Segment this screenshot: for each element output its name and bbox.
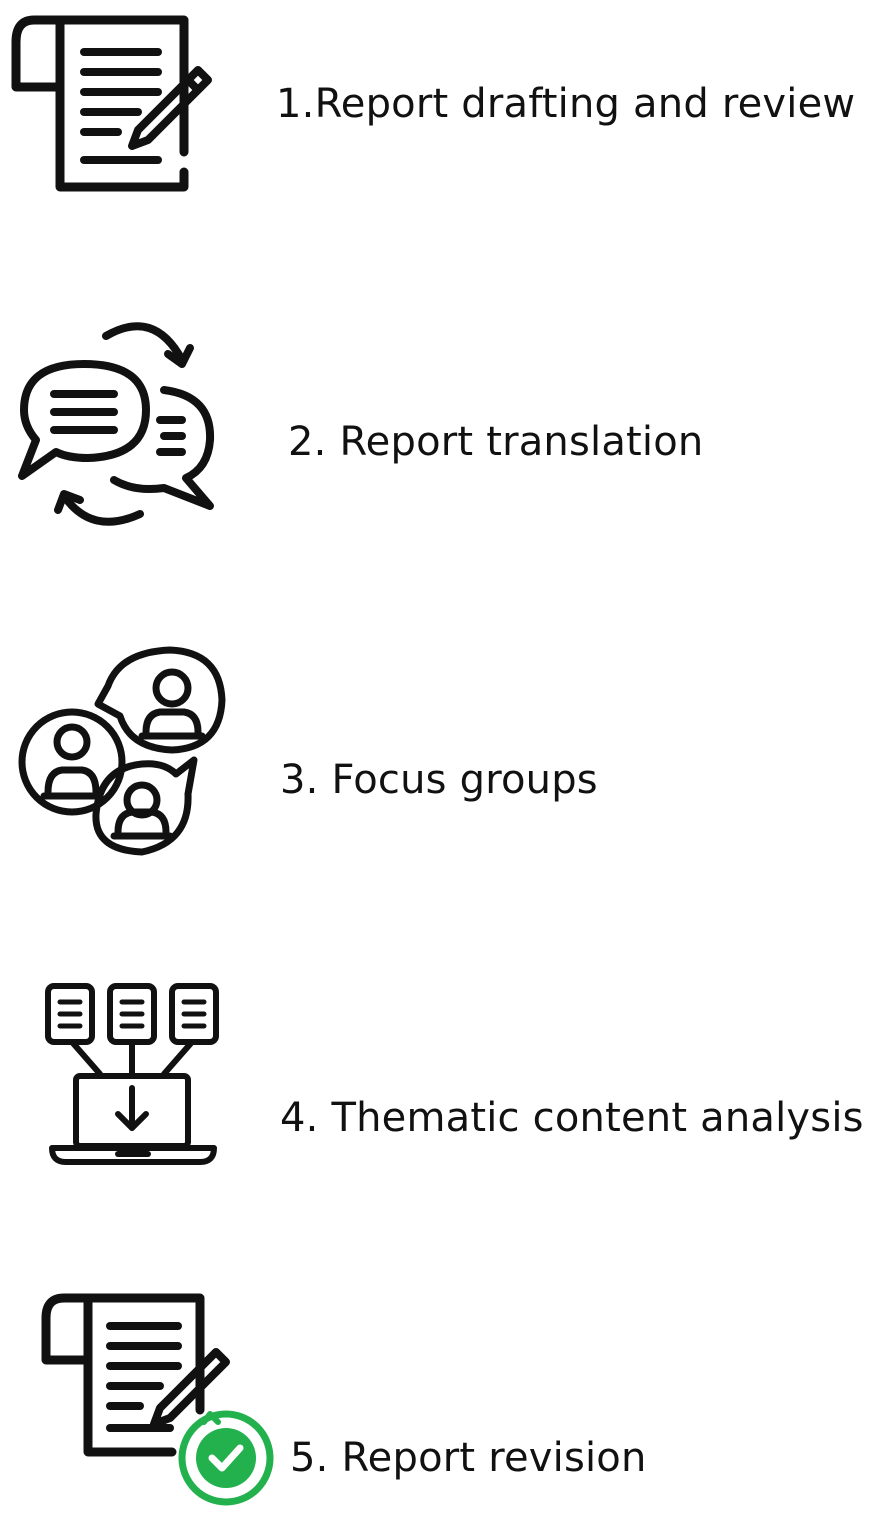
step-5: 5. Report revision bbox=[0, 1280, 886, 1520]
step-4: 4. Thematic content analysis bbox=[0, 970, 886, 1190]
step-1: 1.Report drafting and review bbox=[0, 0, 886, 220]
step-4-label: 4. Thematic content analysis bbox=[280, 1095, 864, 1141]
step-2: 2. Report translation bbox=[0, 300, 886, 540]
focus-group-icon bbox=[18, 646, 226, 856]
step-2-label: 2. Report translation bbox=[288, 419, 704, 465]
chat-exchange-icon bbox=[18, 322, 215, 526]
check-badge-icon bbox=[178, 1410, 274, 1506]
step-1-label: 1.Report drafting and review bbox=[276, 81, 856, 127]
step-3: 3. Focus groups bbox=[0, 630, 886, 870]
document-revision-icon bbox=[41, 1293, 274, 1506]
step-3-label: 3. Focus groups bbox=[280, 757, 598, 803]
document-pen-icon bbox=[11, 15, 212, 192]
step-5-label: 5. Report revision bbox=[290, 1435, 647, 1481]
laptop-documents-icon bbox=[45, 983, 219, 1165]
